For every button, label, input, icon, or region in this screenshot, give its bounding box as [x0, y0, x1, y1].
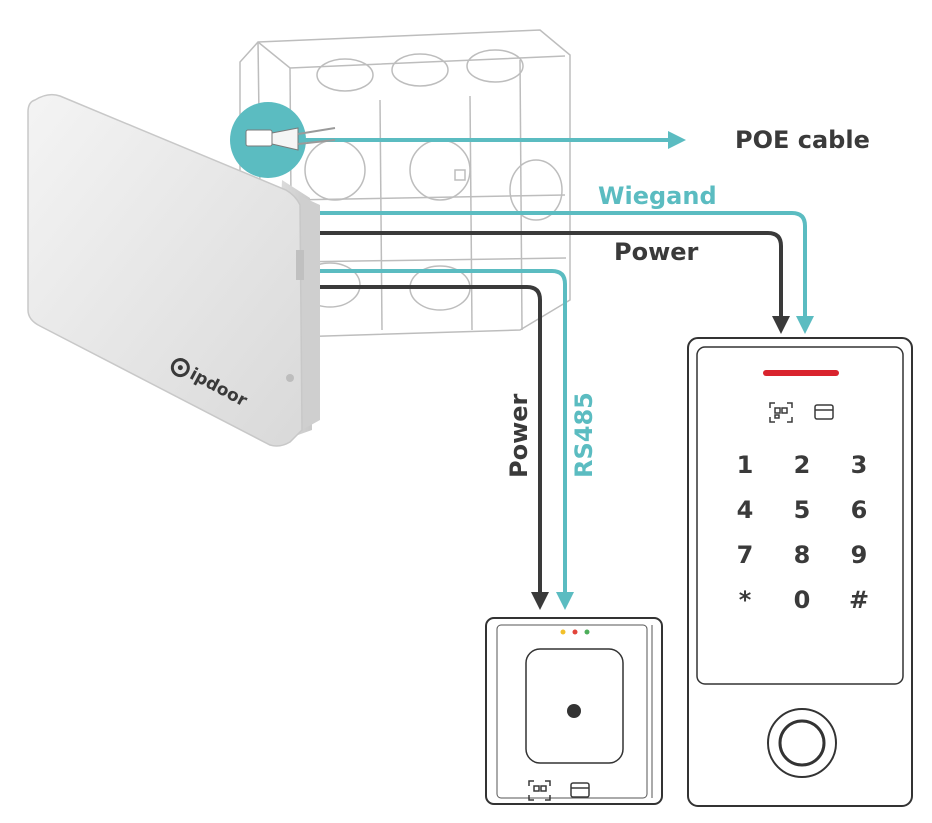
keypad-terminal: 1 2 3 4 5 6 7 8 9 * 0 #	[687, 337, 913, 807]
rs485-label: RS485	[570, 392, 598, 478]
keypad-key: 8	[794, 541, 811, 569]
keypad-key: 5	[794, 496, 811, 524]
keypad-key: 3	[851, 451, 868, 479]
power-keypad-arrow-icon	[772, 316, 790, 334]
keypad-keys: 1 2 3 4 5 6 7 8 9 * 0 #	[737, 451, 869, 614]
keypad-key: 1	[737, 451, 754, 479]
led-red	[572, 629, 578, 635]
led-yellow	[560, 629, 566, 635]
keypad-key: 0	[794, 586, 811, 614]
keypad-key: 9	[851, 541, 868, 569]
arrow-heads	[531, 131, 814, 610]
nfc-reader-icon	[525, 648, 624, 764]
poe-cable-label: POE cable	[735, 126, 870, 154]
qr-code-icon	[528, 780, 551, 801]
card-icon	[814, 404, 834, 420]
power-keypad-label: Power	[614, 238, 699, 266]
wiegand-arrow-icon	[796, 316, 814, 334]
rs485-arrow-icon	[556, 592, 574, 610]
wiegand-label: Wiegand	[598, 182, 717, 210]
poe-arrow-icon	[668, 131, 686, 149]
keypad-key: *	[739, 586, 752, 614]
keypad-key: 6	[851, 496, 868, 524]
power-reader-arrow-icon	[531, 592, 549, 610]
keypad-key: 2	[794, 451, 811, 479]
qr-code-icon	[769, 402, 793, 423]
junction-box	[239, 29, 571, 339]
keypad-key: #	[849, 586, 869, 614]
rj45-plug-icon	[230, 102, 336, 178]
power-reader-label: Power	[505, 393, 533, 478]
rs485-cable-line	[316, 269, 567, 596]
fingerprint-sensor-icon	[767, 708, 837, 778]
power-reader-cable-line	[316, 285, 542, 596]
keypad-key: 7	[737, 541, 754, 569]
led-green	[584, 629, 590, 635]
keypad-key: 4	[737, 496, 754, 524]
status-red-bar	[763, 370, 839, 376]
rs485-reader	[485, 617, 663, 805]
wiegand-cable-line	[316, 211, 807, 320]
controller-device: ipdoor	[27, 93, 320, 447]
power-keypad-cable-line	[316, 231, 783, 320]
card-icon	[570, 782, 590, 798]
